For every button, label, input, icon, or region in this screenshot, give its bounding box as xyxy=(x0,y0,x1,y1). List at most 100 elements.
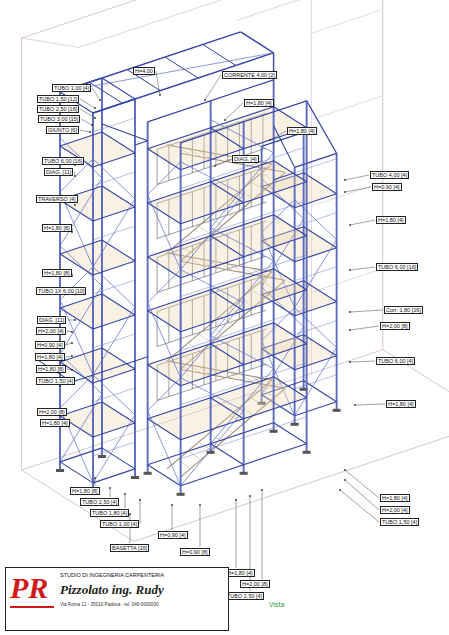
building-line xyxy=(21,38,22,470)
leader-dot xyxy=(339,489,341,491)
diagonal-brace xyxy=(211,369,274,444)
diagonal-brace xyxy=(211,120,274,153)
callout-label: H=1,80 [4] xyxy=(287,127,317,135)
ledger xyxy=(181,344,307,386)
leader-dot xyxy=(109,487,111,489)
callout-label: TUBO 3,00 [15] xyxy=(38,115,80,123)
diagonal-brace xyxy=(148,378,181,411)
leader-line xyxy=(236,500,237,568)
stair-tread xyxy=(230,264,243,272)
callout-label: H=1,80 [4] xyxy=(376,216,406,224)
leader-line xyxy=(140,500,141,524)
leader-dot xyxy=(71,342,73,344)
roof-purlin xyxy=(203,44,236,65)
transom xyxy=(304,227,337,248)
leader-dot xyxy=(224,119,226,121)
leader-dot xyxy=(235,499,237,501)
standard-post xyxy=(180,143,182,494)
callout-label: H=0,90 [4] xyxy=(35,341,65,349)
base-plate xyxy=(291,423,299,426)
transom xyxy=(211,236,244,257)
transom xyxy=(211,344,244,365)
stair-tread xyxy=(199,226,212,234)
plank-deck xyxy=(148,107,307,170)
callout-label: H=1,80 [8] xyxy=(70,487,100,495)
tie-beam xyxy=(135,141,148,145)
guard-rail xyxy=(93,388,135,402)
building-line xyxy=(22,470,134,541)
standard-post xyxy=(273,80,275,431)
title-block: PRSTUDIO DI INGEGNERIA CARPENTERIAPizzol… xyxy=(5,567,229,631)
diagonal-brace xyxy=(148,270,181,303)
guard-rail xyxy=(93,334,135,348)
plank-deck xyxy=(60,294,135,329)
leader-line xyxy=(67,331,72,332)
leader-dot xyxy=(71,331,73,333)
diagonal-brace xyxy=(148,195,181,270)
post-highlight xyxy=(306,101,307,452)
callout-label: TUBO 1,50 [12] xyxy=(37,95,79,103)
leader-line xyxy=(200,505,201,547)
base-plate xyxy=(333,409,341,412)
building-line xyxy=(311,96,382,120)
diagonal-brace xyxy=(93,267,135,307)
engineer-name: Pizzolato ing. Rudy xyxy=(60,582,164,597)
building-line xyxy=(311,9,382,33)
diagonal-brace xyxy=(60,178,102,246)
callout-label: GIUNTO [6] xyxy=(46,126,79,134)
callout-label: TUBO 1,80 [4] xyxy=(90,509,129,517)
leader-dot xyxy=(344,469,346,471)
callout-label: H=1,80 [4] xyxy=(225,569,255,577)
building-line xyxy=(22,38,79,47)
diagonal-brace xyxy=(211,228,274,261)
leader-dot xyxy=(99,99,101,101)
post-highlight xyxy=(303,132,304,389)
building-line xyxy=(22,0,383,38)
callout-label: TUBO 1,50 [4] xyxy=(380,518,419,526)
callout-label: H=0,90 [8] xyxy=(180,548,210,556)
callout-label: DIAG. [4] xyxy=(232,155,259,163)
leader-dot xyxy=(349,361,351,363)
leader-line xyxy=(67,320,75,321)
base-plate xyxy=(303,451,311,454)
post-highlight xyxy=(135,99,136,477)
transom xyxy=(274,269,307,290)
leader-line xyxy=(125,494,126,508)
leader-dot xyxy=(249,495,251,497)
stair-tread xyxy=(199,334,212,342)
transom xyxy=(102,240,135,261)
guard-rail xyxy=(181,255,307,297)
callout-label: H=1,80 [4] xyxy=(40,419,70,427)
leader-line xyxy=(172,505,173,530)
leader-dot xyxy=(171,504,173,506)
guard-rail xyxy=(295,159,337,173)
diagonal-brace xyxy=(295,240,337,308)
roof-beam xyxy=(93,53,274,113)
leader-dot xyxy=(214,165,216,167)
diagonal-brace xyxy=(211,336,274,369)
transom xyxy=(274,161,307,182)
diagonal-brace xyxy=(60,286,102,354)
transom xyxy=(274,323,307,344)
post-highlight xyxy=(336,153,337,410)
callout-label: TUBO 6,00 [16] xyxy=(376,263,418,271)
leader-dot xyxy=(204,99,206,101)
leader-dot xyxy=(159,94,161,96)
callout-label: Corr. 1,80 [16] xyxy=(384,306,423,314)
leader-line xyxy=(345,187,371,192)
leader-dot xyxy=(91,124,93,126)
tie-beam xyxy=(274,173,295,180)
guard-rail xyxy=(93,118,135,132)
ledger xyxy=(148,377,274,419)
diagonal-brace xyxy=(148,303,181,378)
leader-dot xyxy=(349,311,351,313)
plank-deck xyxy=(60,402,135,437)
ledger xyxy=(295,153,337,167)
callout-label: CORRENTE 4,00 [2] xyxy=(222,71,277,79)
stair-tread xyxy=(178,460,191,468)
callout-label: H=1,80 [4] xyxy=(380,494,410,502)
leader-line xyxy=(270,131,286,140)
base-plate xyxy=(56,469,64,472)
leader-dot xyxy=(349,329,351,331)
leader-line xyxy=(340,490,379,522)
